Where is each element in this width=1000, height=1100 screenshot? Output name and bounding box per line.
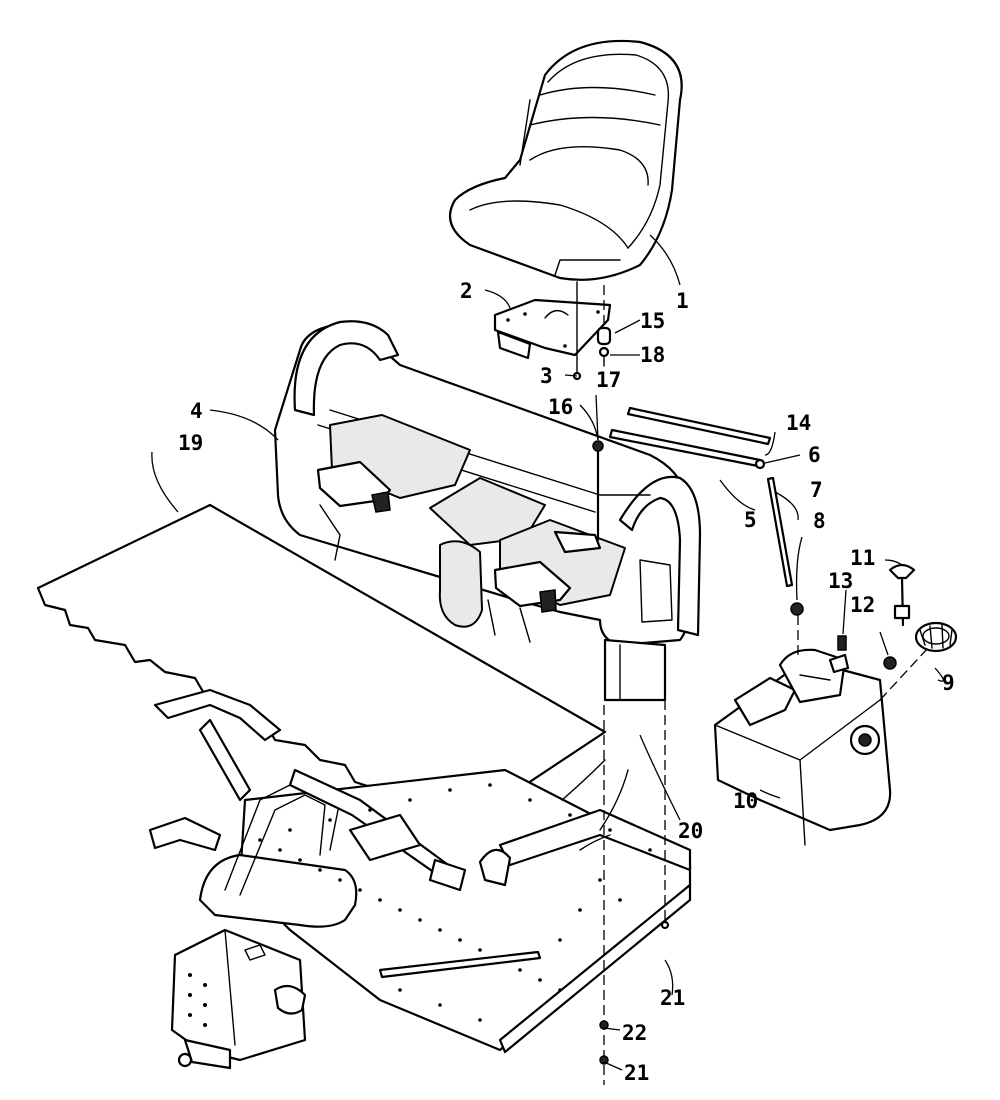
callout-18: 18 [640,343,665,367]
callout-3: 3 [540,364,553,388]
fitting-13 [837,635,847,651]
callout-12: 12 [850,593,875,617]
callout-22: 22 [622,1021,647,1045]
callout-labels: 1 2 15 18 3 17 16 4 19 14 6 7 5 8 11 13 … [178,279,955,1085]
callout-16: 16 [548,395,573,419]
callout-11: 11 [850,546,875,570]
callout-17: 17 [596,368,621,392]
chassis-frame [148,688,692,1070]
callout-19: 19 [178,431,203,455]
seat [448,39,683,281]
callout-4: 4 [190,399,203,423]
callout-9: 9 [942,671,955,695]
leader-lines [151,234,944,1071]
side-panel [561,759,629,851]
callout-10: 10 [733,789,758,813]
seat-mounting-bracket [493,298,612,360]
callout-1: 1 [676,289,689,313]
callout-20: 20 [678,819,703,843]
hardware-small [572,281,612,381]
fuel-cap [914,621,958,653]
callout-6: 6 [808,443,821,467]
frame-fasteners [599,920,670,1065]
storage-base [273,320,702,702]
callout-13: 13 [828,569,853,593]
floor-plate-holes [258,783,652,1022]
callout-21-lower: 21 [624,1061,649,1085]
callout-15: 15 [640,309,665,333]
callout-8: 8 [813,509,826,533]
callout-14: 14 [786,411,811,435]
callout-2: 2 [460,279,473,303]
callout-5: 5 [744,508,757,532]
battery-tank [713,648,892,846]
drain-plug [888,563,916,627]
callout-21-upper: 21 [660,986,685,1010]
rod-assembly [608,406,804,616]
washer-12 [883,656,897,670]
rod-16-17 [592,440,604,542]
callout-7: 7 [810,478,823,502]
